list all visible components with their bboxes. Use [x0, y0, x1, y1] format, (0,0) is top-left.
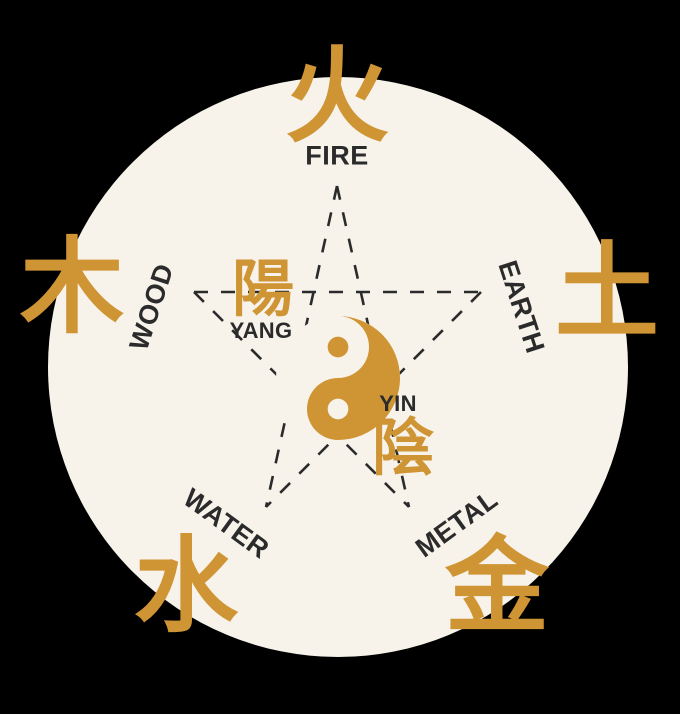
hanzi-fire: 火 — [284, 35, 390, 157]
pentagram-edge-wood-metal — [193, 291, 410, 508]
duality-label-yin: YIN — [379, 391, 417, 416]
hanzi-wood: 木 — [19, 226, 125, 348]
yin-yang-symbol — [276, 316, 400, 440]
taiji-light-dot — [327, 398, 349, 420]
taiji-dark-dot — [327, 336, 349, 358]
duality-label-yang: YANG — [229, 318, 293, 343]
hanzi-yang: 陽 — [231, 252, 295, 325]
hanzi-water: 水 — [133, 525, 239, 647]
hanzi-metal: 金 — [444, 525, 550, 647]
element-label-fire: FIRE — [305, 140, 369, 171]
hanzi-yin: 陰 — [371, 411, 435, 484]
pentagram-edge-earth-water — [265, 291, 482, 508]
hanzi-earth: 土 — [554, 231, 660, 353]
